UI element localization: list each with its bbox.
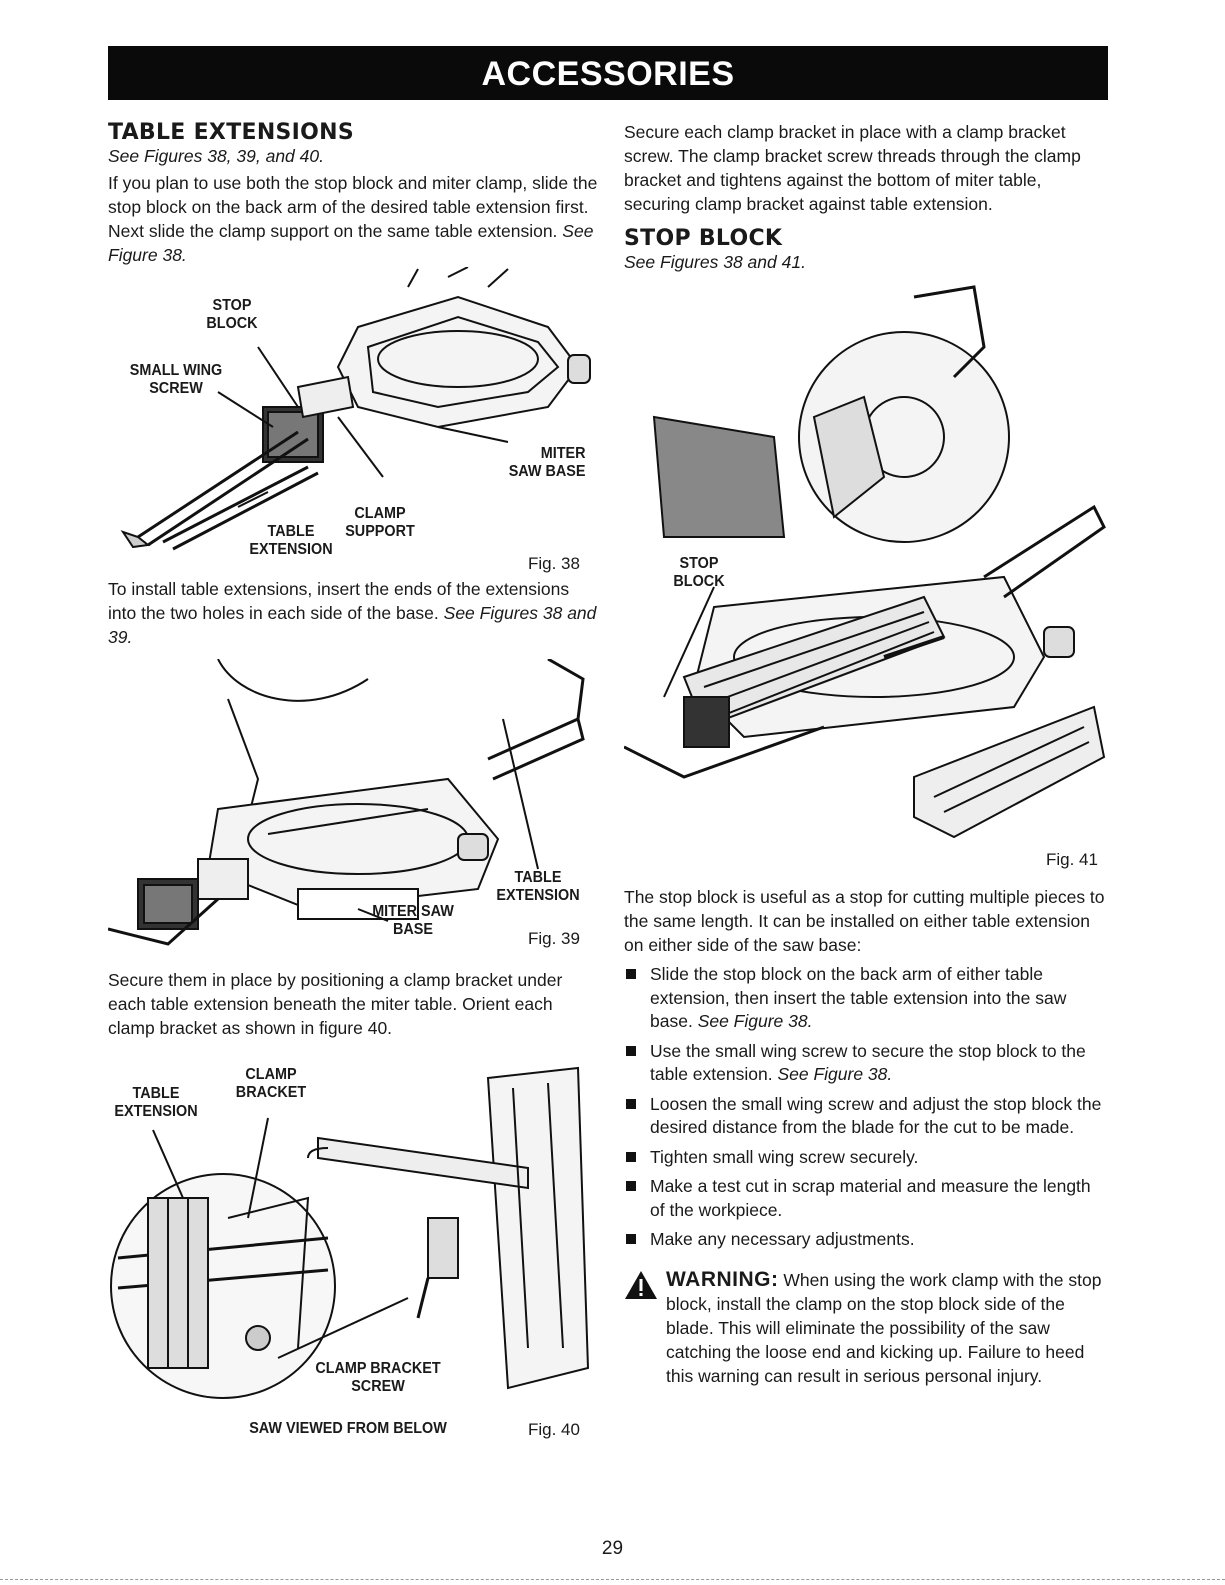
table-extensions-para3: Secure them in place by positioning a cl… <box>108 970 563 1038</box>
fig41-drawing <box>624 285 1106 839</box>
fig38-small-wing-screw-label: SMALL WING SCREW <box>129 362 223 397</box>
fig39-drawing <box>108 659 585 946</box>
list-item: Tighten small wing screw securely. <box>624 1146 1108 1170</box>
table-extensions-para1: If you plan to use both the stop block a… <box>108 173 598 265</box>
table-extensions-ref: See Figures 38, 39, and 40. <box>108 146 324 166</box>
section-banner: ACCESSORIES <box>108 46 1108 100</box>
fig38-miter-saw-base-label: MITER SAW BASE <box>508 445 586 480</box>
warning-text: When using the work clamp with the stop … <box>666 1269 1102 1386</box>
stop-block-steps: Slide the stop block on the back arm of … <box>624 963 1108 1252</box>
warning-block: WARNING: When using the work clamp with … <box>624 1268 1108 1388</box>
right-column: Secure each clamp bracket in place with … <box>624 120 1108 1388</box>
fig39-number: Fig. 39 <box>528 929 580 948</box>
list-item: Use the small wing screw to secure the s… <box>624 1040 1108 1087</box>
fig41-number: Fig. 41 <box>1046 850 1098 869</box>
list-item: Slide the stop block on the back arm of … <box>624 963 1108 1034</box>
fig40-clamp-bracket-screw-label: CLAMP BRACKET SCREW <box>315 1360 441 1395</box>
fig38-table-extension-label: TABLE EXTENSION <box>249 523 333 558</box>
fig38-clamp-support-label: CLAMP SUPPORT <box>345 505 415 540</box>
left-column: TABLE EXTENSIONS See Figures 38, 39, and… <box>108 120 598 1443</box>
page-number: 29 <box>601 1538 624 1559</box>
fig40-clamp-bracket-label: CLAMP BRACKET <box>235 1066 307 1101</box>
fig39-miter-saw-base-label: MITER SAW BASE <box>372 903 454 938</box>
fig41-stop-block-label: STOP BLOCK <box>673 555 725 590</box>
list-item: Make any necessary adjustments. <box>624 1228 1108 1252</box>
figure-41: STOP BLOCK Fig. 41 <box>624 277 1108 875</box>
fig39-table-extension-label: TABLE EXTENSION <box>496 869 580 904</box>
fig40-caption: SAW VIEWED FROM BELOW <box>249 1420 447 1437</box>
figure-38: STOP BLOCK SMALL WING SCREW MITER SAW BA… <box>108 267 598 577</box>
table-extensions-para2: To install table extensions, insert the … <box>108 579 597 647</box>
bottom-rule <box>0 1579 1225 1580</box>
fig38-number: Fig. 38 <box>528 554 580 573</box>
fig40-drawing <box>110 1066 590 1399</box>
stop-block-heading: STOP BLOCK <box>624 226 783 251</box>
list-item: Loosen the small wing screw and adjust t… <box>624 1093 1108 1140</box>
fig38-stop-block-label: STOP BLOCK <box>206 297 258 332</box>
fig40-number: Fig. 40 <box>528 1420 580 1439</box>
list-item: Make a test cut in scrap material and me… <box>624 1175 1108 1222</box>
fig38-drawing <box>120 267 591 551</box>
figure-39: TABLE EXTENSION MITER SAW BASE Fig. 39 <box>108 659 598 964</box>
fig40-table-extension-label: TABLE EXTENSION <box>114 1085 198 1120</box>
warning-label: WARNING: <box>666 1267 779 1291</box>
table-extensions-heading: TABLE EXTENSIONS <box>108 120 355 145</box>
stop-block-para: The stop block is useful as a stop for c… <box>624 887 1105 955</box>
warning-triangle-icon <box>625 1270 657 1299</box>
clamp-bracket-para: Secure each clamp bracket in place with … <box>624 122 1081 214</box>
figure-40: TABLE EXTENSION CLAMP BRACKET CLAMP BRAC… <box>108 1048 598 1443</box>
stop-block-ref: See Figures 38 and 41. <box>624 252 806 272</box>
